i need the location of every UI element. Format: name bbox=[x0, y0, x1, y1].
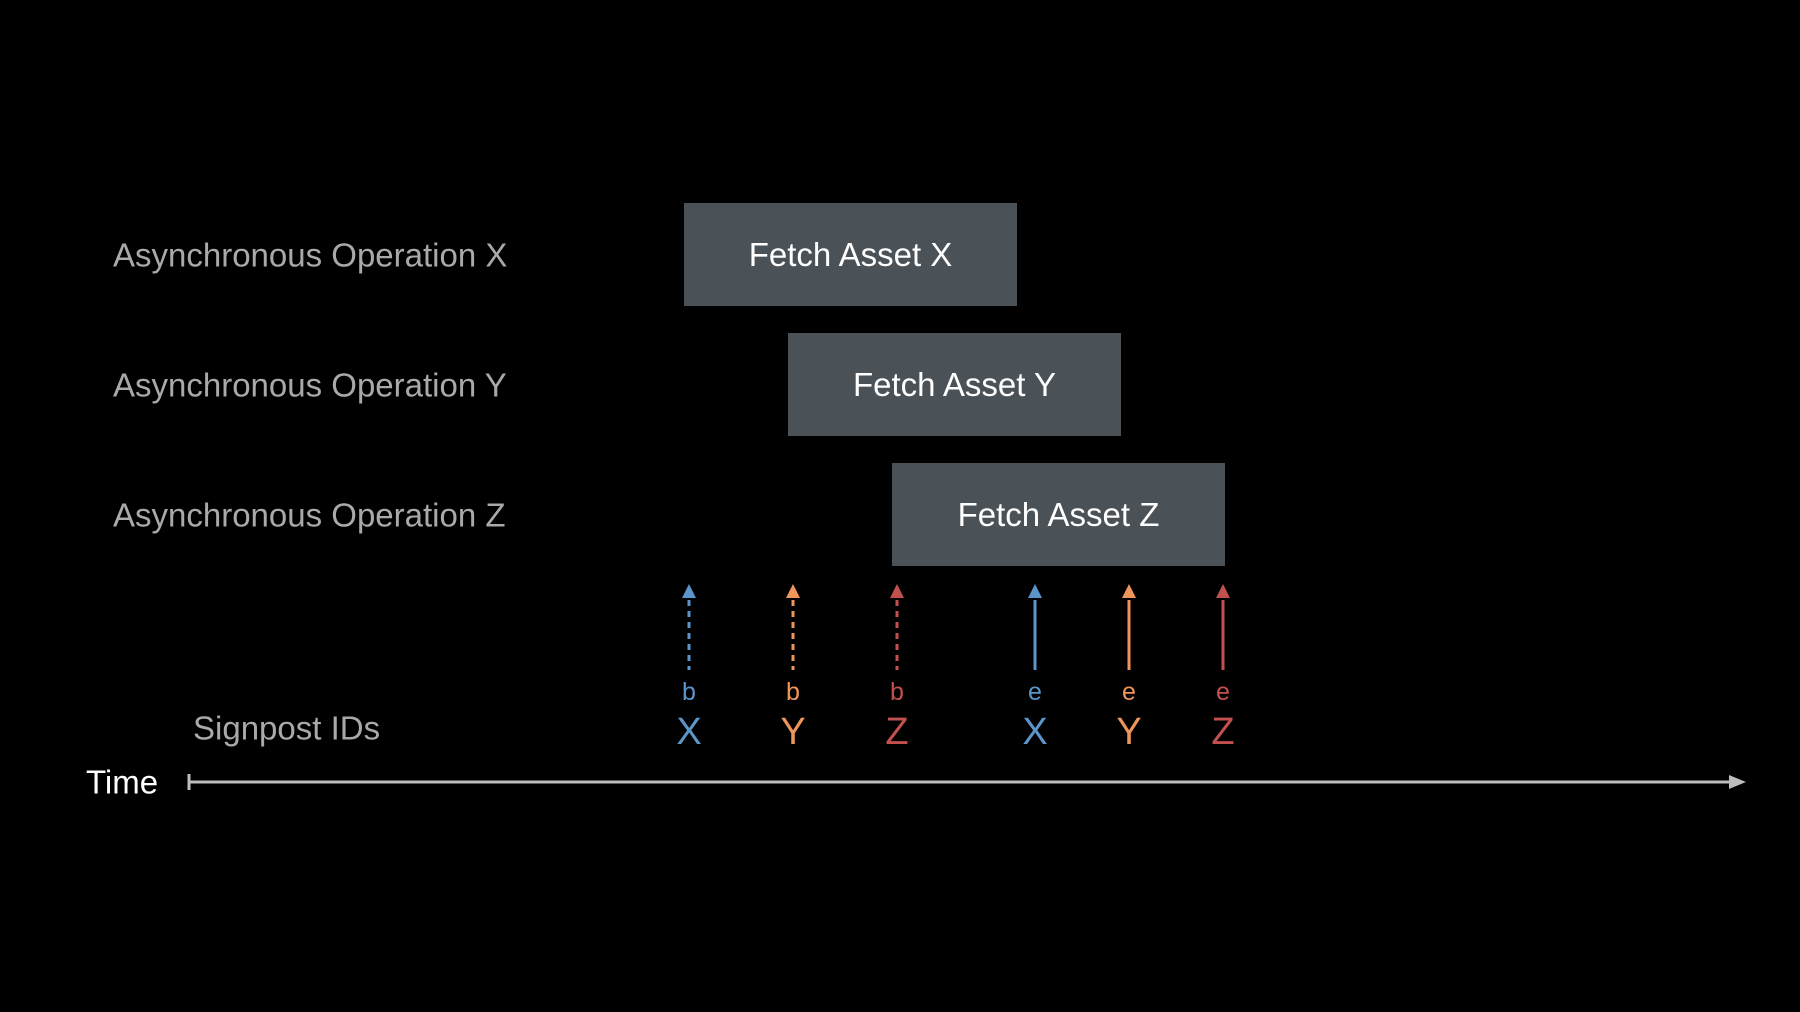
signpost-b-x-kind-label: b bbox=[682, 678, 696, 706]
signpost-e-z-kind-label: e bbox=[1216, 678, 1230, 706]
signpost-ids-label: Signpost IDs bbox=[193, 709, 381, 747]
signpost-b-z-id-label: Z bbox=[885, 711, 908, 753]
operation-label-z: Asynchronous Operation Z bbox=[113, 496, 506, 534]
signpost-e-y-arrowhead bbox=[1122, 584, 1136, 598]
time-label: Time bbox=[86, 763, 159, 801]
operation-label-x: Asynchronous Operation X bbox=[113, 236, 508, 274]
signpost-b-x-arrowhead bbox=[682, 584, 696, 598]
signpost-e-y-kind-label: e bbox=[1122, 678, 1136, 706]
signpost-e-x-arrowhead bbox=[1028, 584, 1042, 598]
signpost-b-y-kind-label: b bbox=[786, 678, 800, 706]
fetch-asset-z-box: Fetch Asset Z bbox=[892, 463, 1225, 566]
operation-label-y: Asynchronous Operation Y bbox=[113, 366, 507, 404]
signpost-b-z-kind-label: b bbox=[890, 678, 904, 706]
signpost-e-z-arrowhead bbox=[1216, 584, 1230, 598]
signpost-e-x-kind-label: e bbox=[1028, 678, 1042, 706]
signpost-b-y-id-label: Y bbox=[780, 711, 805, 753]
signpost-e-z-id-label: Z bbox=[1211, 711, 1234, 753]
signpost-b-z-arrowhead bbox=[890, 584, 904, 598]
signpost-e-x-id-label: X bbox=[1022, 711, 1047, 753]
signpost-b-x-id-label: X bbox=[676, 711, 701, 753]
signpost-e-y-id-label: Y bbox=[1116, 711, 1141, 753]
time-axis-arrowhead bbox=[1729, 775, 1746, 789]
fetch-asset-y-box: Fetch Asset Y bbox=[788, 333, 1121, 436]
fetch-asset-x-box: Fetch Asset X bbox=[684, 203, 1017, 306]
signpost-b-y-arrowhead bbox=[786, 584, 800, 598]
